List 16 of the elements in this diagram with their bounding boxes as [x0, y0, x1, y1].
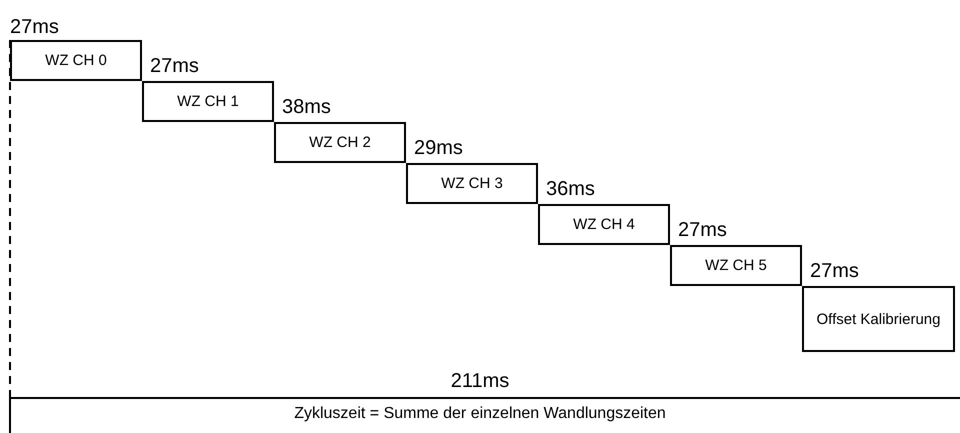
duration-label: 27ms — [810, 260, 859, 283]
total-time-label: 211ms — [450, 370, 510, 392]
duration-label: 29ms — [414, 137, 463, 160]
duration-label: 38ms — [282, 96, 331, 119]
channel-box: WZ CH 1 — [142, 81, 274, 122]
channel-box: WZ CH 4 — [538, 204, 670, 245]
channel-box: WZ CH 3 — [406, 163, 538, 204]
duration-label: 27ms — [10, 16, 59, 39]
channel-box: WZ CH 5 — [670, 245, 802, 286]
cycle-time-note: Zykluszeit = Summe der einzelnen Wandlungszeiten — [294, 405, 666, 422]
duration-label: 27ms — [150, 55, 199, 78]
duration-label: 36ms — [546, 178, 595, 201]
channel-box: Offset Kalibrierung — [802, 286, 955, 352]
duration-label: 27ms — [678, 219, 727, 242]
channel-box: WZ CH 2 — [274, 122, 406, 163]
channel-box: WZ CH 0 — [10, 40, 142, 81]
